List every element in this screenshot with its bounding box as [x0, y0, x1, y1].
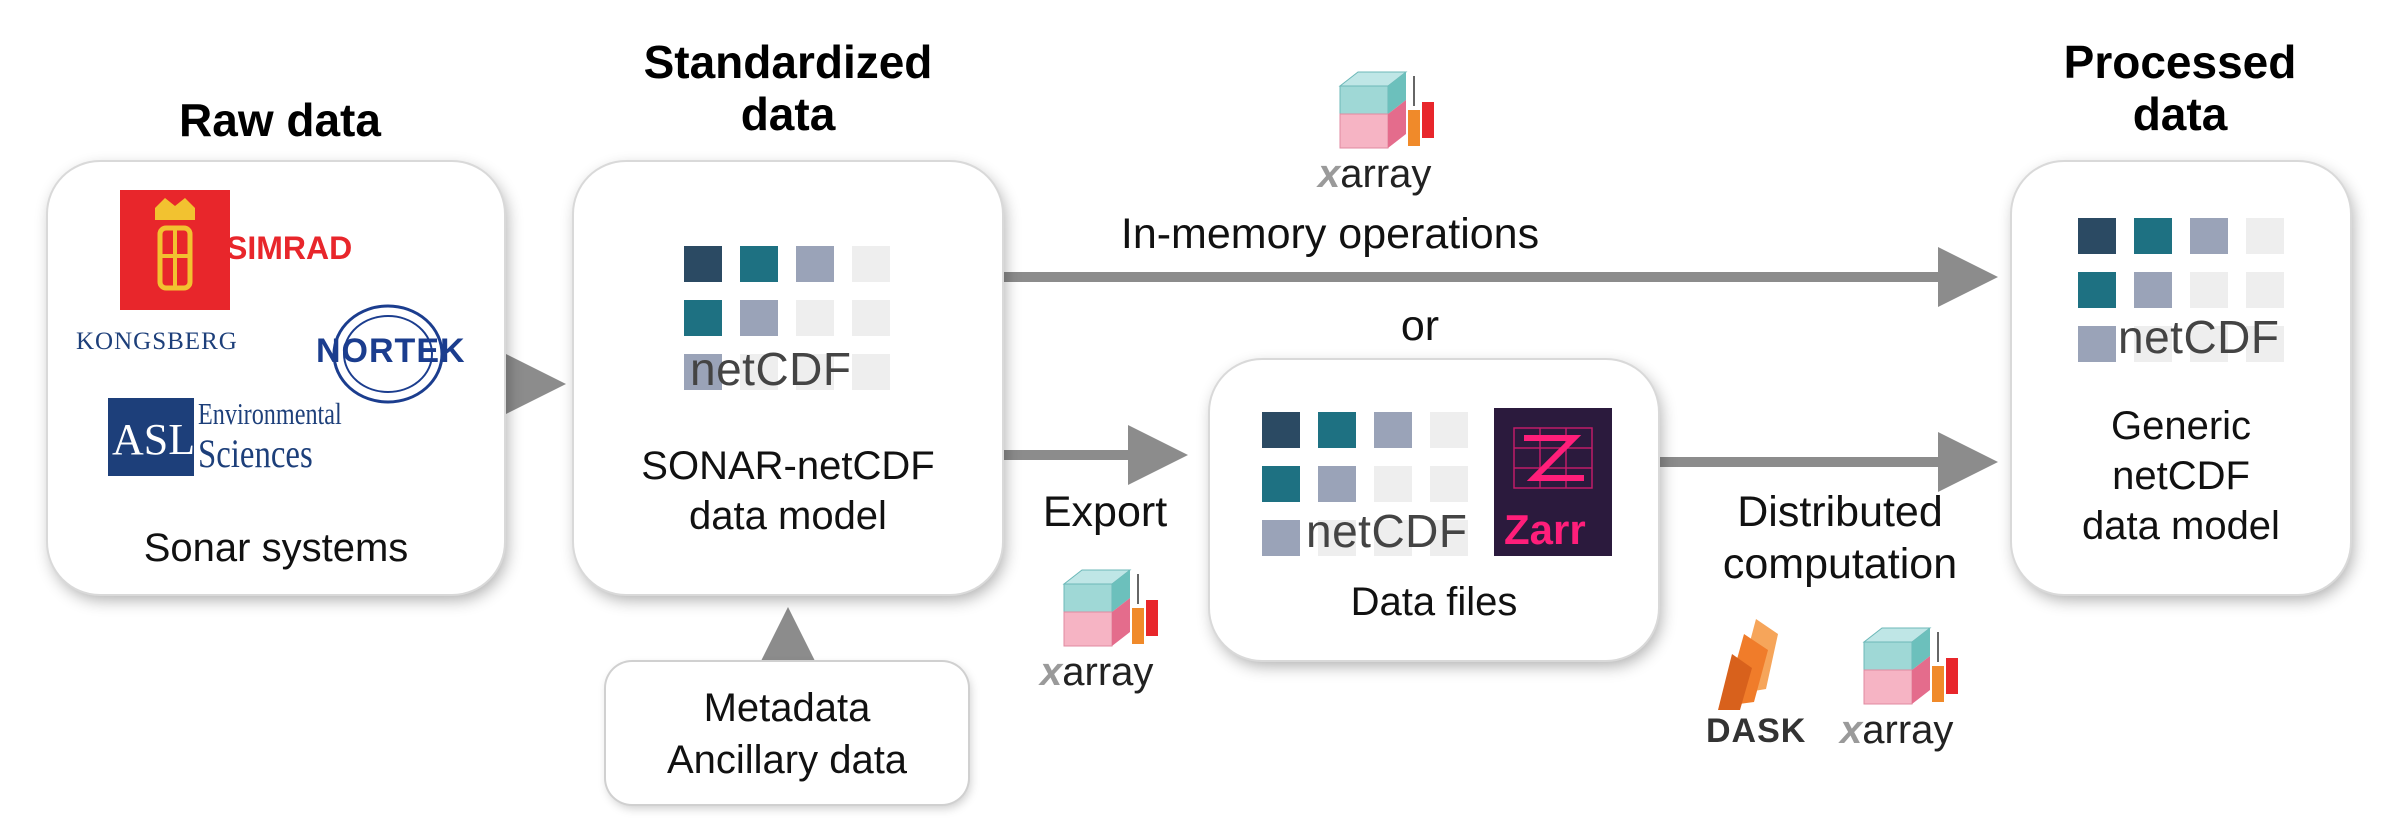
crown-icon — [155, 198, 195, 291]
data-files-box: netCDF Zarr Data files — [1210, 360, 1658, 660]
asl-logo-block: ASL — [108, 398, 196, 476]
processed-caption-line1: Generic — [2110, 404, 2252, 448]
export-label: Export — [1042, 488, 1168, 536]
metadata-line1: Metadata — [703, 686, 871, 730]
xarray-logo-text-top: xarray — [1318, 152, 1432, 196]
processed-caption-line3: data model — [2082, 504, 2280, 548]
or-label: or — [1400, 302, 1440, 350]
metadata-box: Metadata Ancillary data — [606, 662, 968, 804]
asl-logo-line2: Sciences — [198, 431, 313, 476]
nortek-ring-icon — [332, 304, 444, 404]
netcdf-logo-text-processed: netCDF — [2118, 311, 2280, 363]
xarray-cube-icon — [1338, 71, 1434, 149]
xarray-cube-icon-export — [1062, 569, 1158, 647]
asl-logo-line1: Environmental — [198, 396, 342, 431]
simrad-logo-text: SIMRAD — [226, 230, 353, 266]
dask-logo-text: DASK — [1706, 712, 1807, 750]
zarr-logo: Zarr — [1494, 408, 1612, 556]
netcdf-logo-text-files: netCDF — [1306, 505, 1468, 557]
netcdf-logo-text: netCDF — [690, 343, 852, 395]
standardized-data-box: netCDF SONAR-netCDF data model — [574, 162, 1002, 594]
standardized-caption-line1: SONAR-netCDF — [641, 444, 935, 488]
asl-logo-abbrev: ASL — [112, 415, 196, 464]
raw-box-caption: Sonar systems — [143, 526, 409, 570]
netcdf-logo-tiles — [684, 246, 890, 390]
standardized-caption-line2: data model — [689, 494, 887, 538]
in-memory-label: In-memory operations — [1120, 210, 1540, 258]
kongsberg-crest-logo — [120, 190, 230, 310]
distributed-line1: Distributed — [1737, 488, 1943, 536]
standardized-data-heading: Standardized data — [643, 36, 933, 140]
processed-data-box: netCDF Generic netCDF data model — [2012, 162, 2350, 594]
xarray-logo-text-distributed: xarray — [1840, 708, 1954, 752]
nortek-logo-text: NORTEK — [316, 332, 466, 370]
data-files-caption: Data files — [1350, 580, 1518, 624]
dask-icon — [1718, 619, 1778, 710]
distributed-line2: computation — [1722, 540, 1958, 588]
processed-data-heading: Processed data — [2063, 36, 2297, 140]
xarray-logo-text-export: xarray — [1040, 650, 1154, 694]
zarr-grid-icon — [1513, 427, 1593, 489]
xarray-cube-icon-distributed — [1862, 627, 1958, 705]
raw-data-heading: Raw data — [179, 94, 381, 146]
metadata-line2: Ancillary data — [666, 738, 908, 782]
raw-data-box: SIMRAD KONGSBERG NORTEK ASL Environmenta… — [48, 162, 504, 594]
processed-caption-line2: netCDF — [2112, 454, 2250, 498]
netcdf-logo-tiles-processed — [2078, 218, 2284, 362]
kongsberg-logo-text: KONGSBERG — [76, 328, 238, 355]
zarr-logo-text: Zarr — [1504, 506, 1586, 553]
netcdf-logo-tiles-files — [1262, 412, 1468, 556]
